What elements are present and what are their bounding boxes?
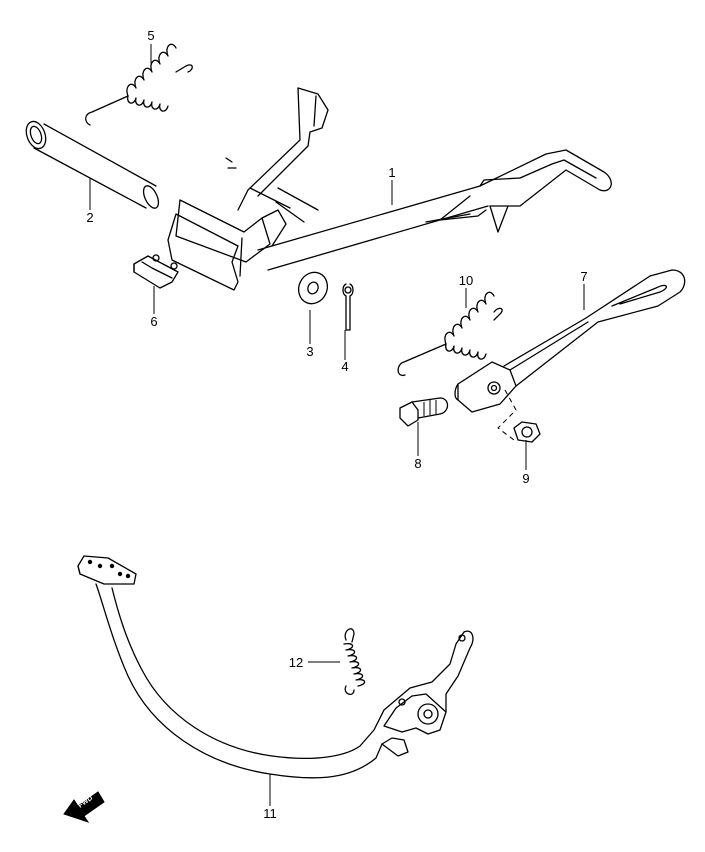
cotter-pin-part-4[interactable] — [342, 283, 354, 331]
bolt-part-8[interactable] — [399, 397, 449, 427]
callout-3: 3 — [306, 344, 313, 359]
nut-part-9[interactable] — [513, 421, 541, 443]
callout-4: 4 — [341, 359, 348, 374]
callout-7: 7 — [580, 269, 587, 284]
callout-8: 8 — [414, 456, 421, 471]
stopper-part-6[interactable] — [133, 254, 179, 289]
callout-9: 9 — [522, 471, 529, 486]
assembly-line — [497, 389, 517, 441]
spring-part-5[interactable] — [85, 43, 193, 126]
spring-part-12[interactable] — [343, 628, 366, 695]
brake-pedal-part-11[interactable] — [77, 555, 474, 779]
washer-part-3[interactable] — [294, 268, 333, 309]
callout-numbers: 5 1 2 3 4 10 7 8 9 6 12 11 — [86, 28, 587, 821]
fwd-arrow-icon: FWD — [63, 791, 105, 823]
callout-12: 12 — [289, 655, 303, 670]
center-stand-part-1[interactable] — [167, 87, 612, 291]
leader-lines — [89, 44, 585, 806]
callout-5: 5 — [147, 28, 154, 43]
side-stand-part-7[interactable] — [454, 269, 686, 413]
spring-part-10[interactable] — [397, 291, 503, 377]
callout-10: 10 — [459, 273, 473, 288]
callout-1: 1 — [388, 165, 395, 180]
callout-2: 2 — [86, 210, 93, 225]
callout-6: 6 — [150, 314, 157, 329]
pivot-shaft-part-2[interactable] — [23, 119, 162, 211]
callout-11: 11 — [263, 806, 277, 821]
